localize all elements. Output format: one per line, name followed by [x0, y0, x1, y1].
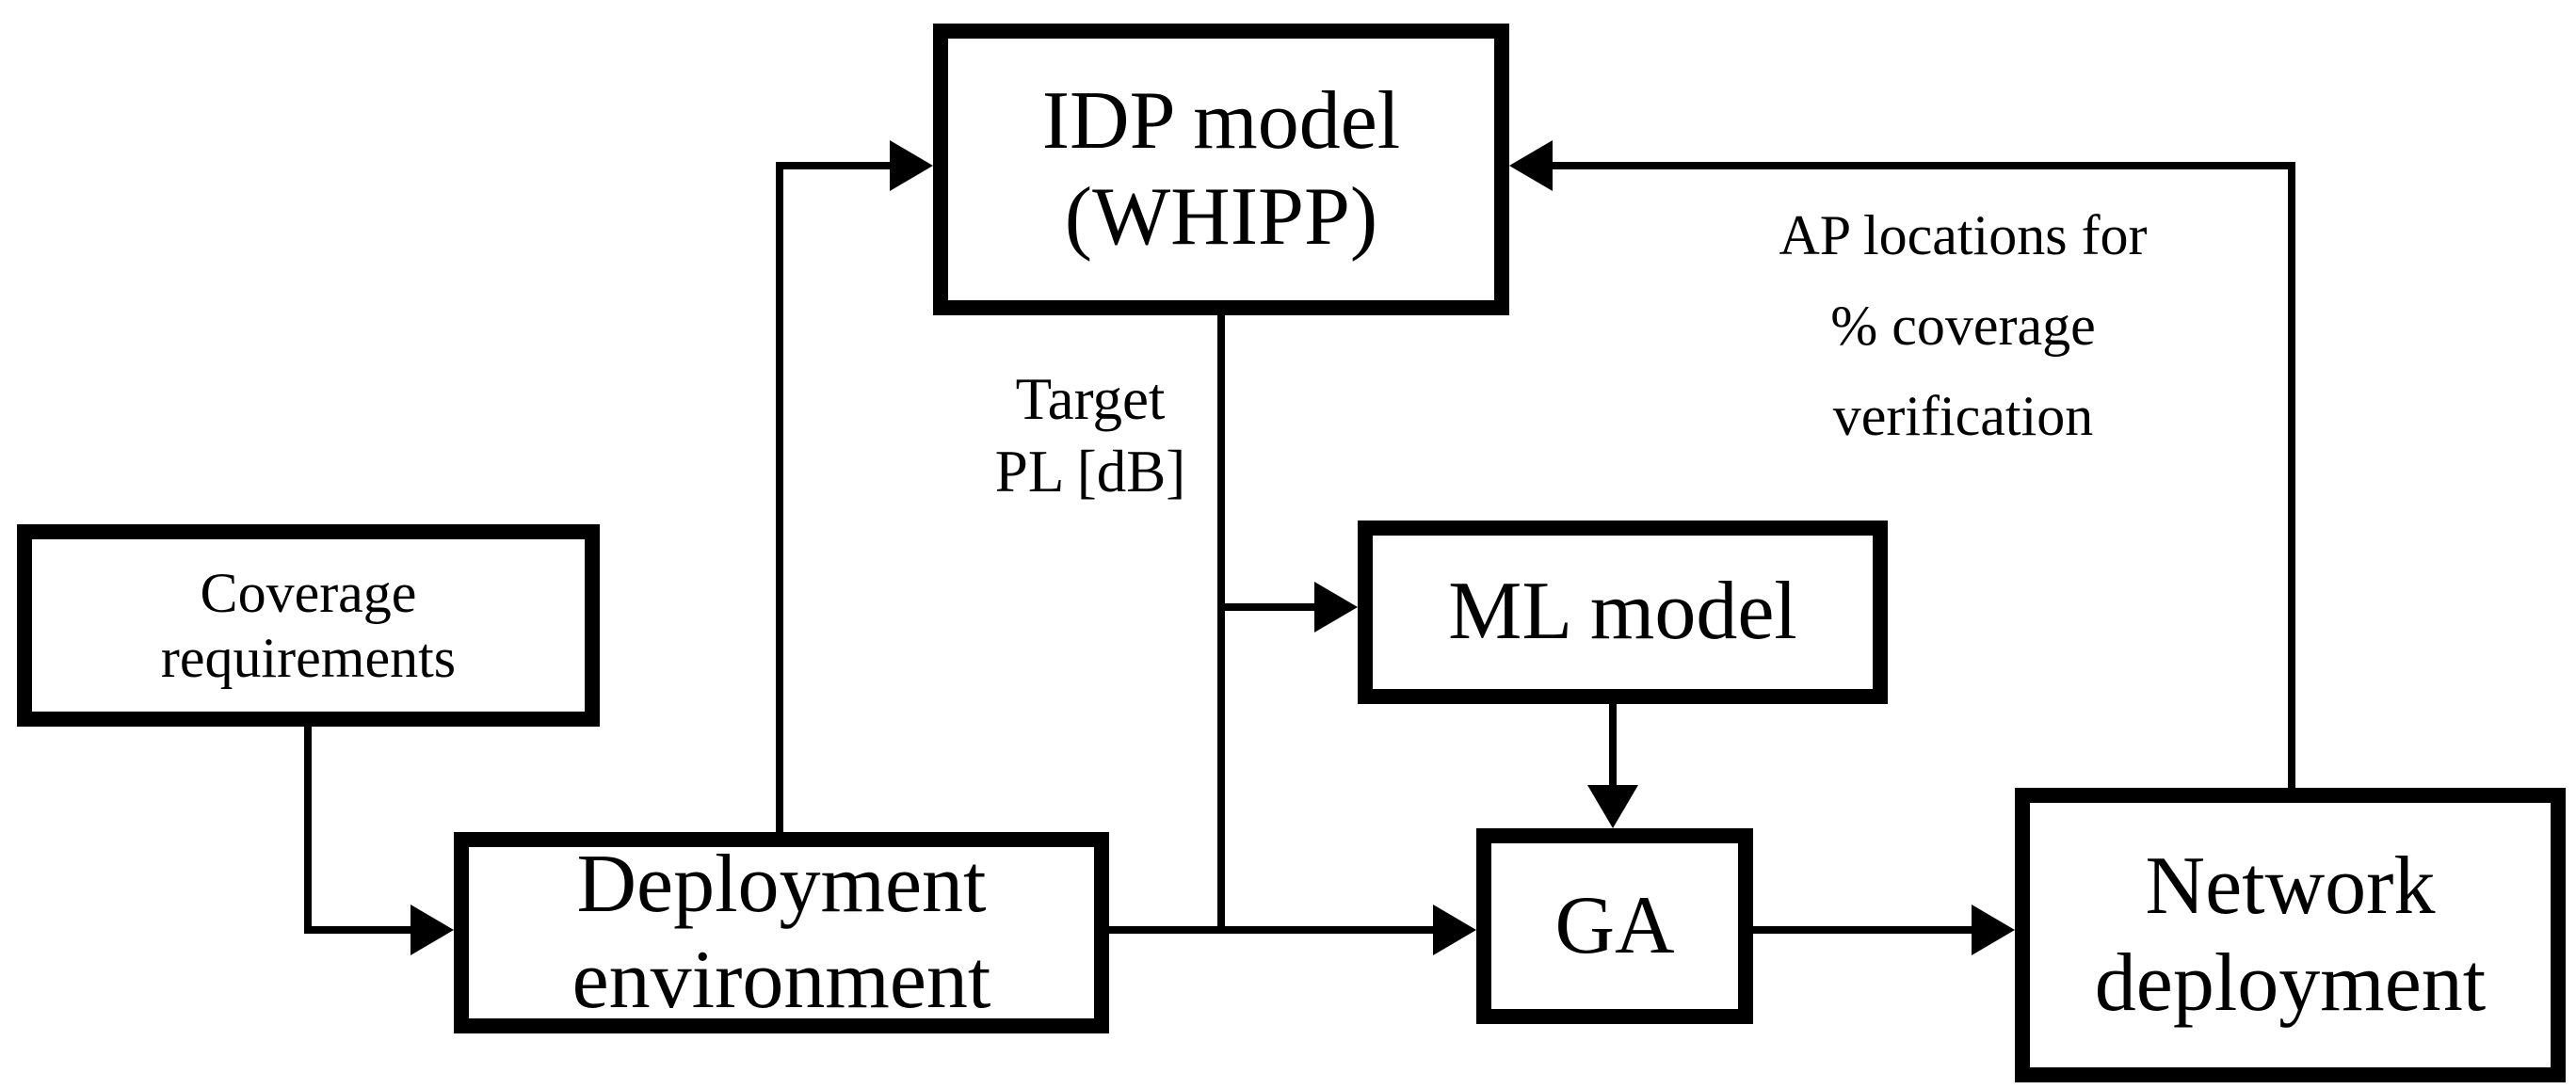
node-idp-model-label-line1: IDP model: [1041, 74, 1401, 167]
edge-deployment-to-idp: [776, 162, 895, 832]
arrowhead-ga-to-network: [1972, 905, 2015, 955]
node-ml-model: ML model: [1358, 520, 1888, 704]
arrowhead-coverage-to-deployment: [411, 905, 454, 955]
edge-label-ap-locations-line2: % coverage: [1830, 295, 2096, 357]
node-coverage-requirements: Coverage requirements: [17, 524, 600, 727]
node-network-label-line2: deployment: [2094, 937, 2487, 1029]
edge-label-target-pl-line1: Target: [1015, 366, 1166, 432]
node-deployment-label-line2: environment: [572, 935, 991, 1026]
arrowhead-ml-to-ga: [1587, 785, 1638, 828]
node-ga-label: GA: [1554, 879, 1675, 971]
edge-label-ap-locations: AP locations for % coverage verification: [1699, 190, 2227, 461]
node-ml-model-label: ML model: [1448, 566, 1797, 658]
node-idp-model-label-line2: (WHIPP): [1064, 171, 1378, 263]
edge-coverage-to-deployment: [304, 727, 420, 934]
arrowhead-target-pl-to-ml: [1314, 582, 1358, 633]
edge-label-ap-locations-line3: verification: [1832, 385, 2094, 447]
arrowhead-deployment-to-idp: [890, 140, 933, 191]
node-deployment-environment: Deployment environment: [454, 832, 1109, 1033]
edge-label-ap-locations-line1: AP locations for: [1779, 204, 2148, 266]
arrowhead-network-to-idp: [1509, 140, 1553, 191]
edge-label-target-pl: Target PL [dB]: [902, 363, 1279, 508]
node-idp-model: IDP model (WHIPP): [933, 24, 1509, 315]
node-coverage-label-line1: Coverage: [200, 561, 417, 624]
node-ga: GA: [1476, 828, 1753, 1024]
node-deployment-label-line1: Deployment: [576, 838, 987, 930]
arrowhead-deployment-to-ga: [1433, 905, 1476, 955]
node-network-deployment: Network deployment: [2015, 788, 2566, 1082]
edge-network-to-idp: [1543, 162, 2295, 788]
node-network-label-line1: Network: [2145, 841, 2436, 933]
edge-label-target-pl-line2: PL [dB]: [994, 438, 1186, 504]
node-coverage-label-line2: requirements: [160, 626, 457, 689]
